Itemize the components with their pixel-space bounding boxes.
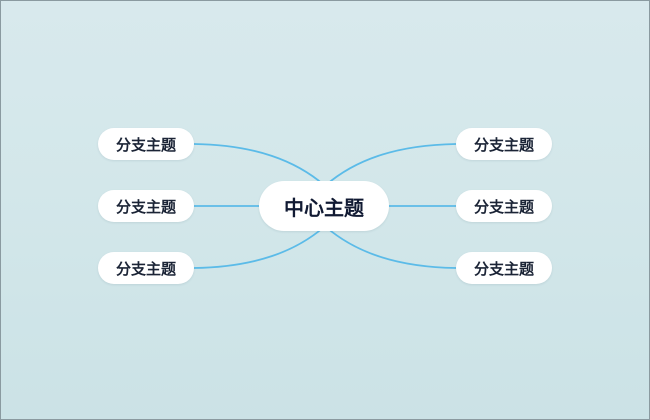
central-topic[interactable]: 中心主题 [259,181,389,231]
connector-left-bottom [193,226,325,269]
connector-right-top [325,143,457,186]
connector-right-bottom [325,226,457,269]
branch-topic-right-2[interactable]: 分支主题 [456,190,552,222]
branch-topic-right-1[interactable]: 分支主题 [456,128,552,160]
branch-topic-left-2[interactable]: 分支主题 [98,190,194,222]
branch-topic-left-1[interactable]: 分支主题 [98,128,194,160]
connector-left-top [193,143,325,186]
branch-topic-left-3[interactable]: 分支主题 [98,252,194,284]
branch-topic-right-3[interactable]: 分支主题 [456,252,552,284]
